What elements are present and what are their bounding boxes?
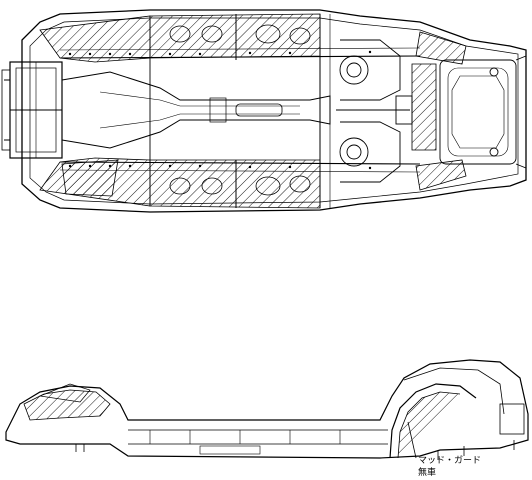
- annotation-leader: [407, 421, 417, 459]
- mud-guard-label: マッド・ガード: [418, 456, 482, 466]
- mud-guard-sublabel: 無車: [418, 468, 437, 478]
- hatched-areas: [39, 13, 467, 209]
- side-outline: [5, 359, 529, 459]
- rear-suspension-plan: [336, 39, 413, 183]
- rear-trunk-plan: [439, 55, 527, 169]
- center-tunnel: [61, 71, 331, 149]
- rear-wheel-arch: [389, 383, 477, 459]
- floor-holes: [169, 24, 311, 196]
- rivets: [68, 50, 372, 170]
- studs: [75, 440, 515, 460]
- plan-outline: [21, 9, 527, 213]
- underbody-side-view: [5, 359, 529, 460]
- underbody-plan-view: [1, 9, 527, 213]
